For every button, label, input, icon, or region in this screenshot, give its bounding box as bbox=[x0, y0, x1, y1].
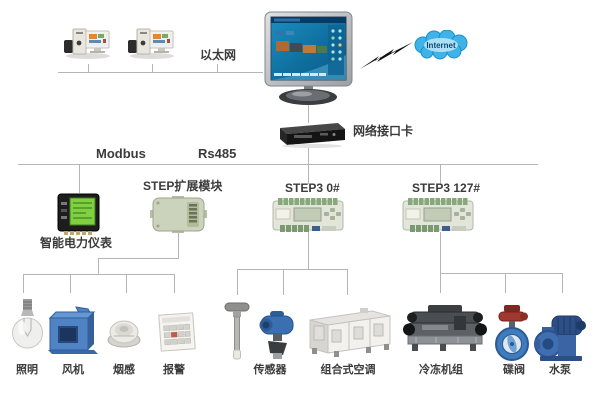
device-label-pump: 水泵 bbox=[549, 364, 571, 376]
device-label-smoke: 烟感 bbox=[113, 364, 135, 376]
branch1-drop-fan bbox=[70, 274, 71, 293]
desktop-computer-icon bbox=[62, 25, 112, 60]
branch3-drop-valve bbox=[505, 273, 506, 293]
device-label-fan: 风机 bbox=[62, 364, 84, 376]
desktop-computer-icon bbox=[126, 25, 176, 60]
power-meter-label: 智能电力仪表 bbox=[40, 236, 113, 250]
branch2-header bbox=[237, 269, 348, 270]
ethernet-tap-3 bbox=[217, 64, 218, 72]
meter-feed-line bbox=[79, 164, 80, 193]
branch2-drop-sensor2 bbox=[283, 269, 284, 295]
branch1-drop bbox=[178, 230, 179, 258]
ethernet-label: 以太网 bbox=[200, 48, 237, 62]
device-label-alarm: 报警 bbox=[163, 364, 185, 376]
step3-127-feed-line bbox=[440, 164, 441, 184]
branch3-drop-pump bbox=[562, 273, 563, 293]
light-bulb-icon bbox=[12, 298, 43, 356]
modbus-label: Modbus bbox=[96, 146, 146, 161]
step3-127-controller-icon bbox=[402, 196, 474, 234]
air-handling-unit-icon bbox=[304, 306, 392, 358]
ethernet-tap-1 bbox=[88, 64, 89, 72]
network-interface-card-icon bbox=[272, 120, 348, 148]
pressure-transmitter-icon bbox=[256, 310, 298, 360]
branch1-drop-lighting bbox=[23, 274, 24, 293]
branch1-jog-h bbox=[98, 258, 179, 259]
step-module-label: STEP扩展模块 bbox=[143, 179, 223, 193]
device-label-lighting: 照明 bbox=[16, 364, 38, 376]
branch1-jog-v bbox=[98, 258, 99, 274]
ethernet-tap-2 bbox=[152, 64, 153, 72]
branch3-drop bbox=[440, 232, 441, 273]
scada-monitor-icon bbox=[262, 9, 357, 105]
internet-cloud-icon: Internet bbox=[410, 30, 472, 60]
device-label-sensor: 传感器 bbox=[253, 364, 287, 376]
step3-0-controller-icon bbox=[272, 196, 344, 234]
branch2-drop-sensor1 bbox=[237, 269, 238, 295]
duct-sensor-icon bbox=[222, 300, 252, 360]
device-label-ahu: 组合式空调 bbox=[320, 364, 376, 376]
branch3-header bbox=[440, 273, 562, 274]
butterfly-valve-icon bbox=[490, 304, 534, 362]
branch2-drop bbox=[308, 232, 309, 269]
internet-label: Internet bbox=[426, 41, 456, 50]
smoke-detector-icon bbox=[106, 316, 142, 348]
alarm-panel-icon bbox=[156, 311, 198, 354]
blower-fan-icon bbox=[46, 306, 100, 355]
step3-127-label: STEP3 127# bbox=[412, 181, 481, 195]
branch1-header bbox=[23, 274, 175, 275]
monitor-nic-link bbox=[308, 104, 309, 123]
branch1-drop-alarm bbox=[174, 274, 175, 293]
device-label-chiller: 冷冻机组 bbox=[419, 364, 463, 376]
lightning-bolt-icon bbox=[360, 42, 414, 70]
step-expansion-module-icon bbox=[150, 196, 207, 233]
branch3-drop-chiller bbox=[440, 273, 441, 293]
branch2-drop-ahu bbox=[347, 269, 348, 295]
ethernet-bus-line bbox=[58, 72, 263, 73]
nic-label: 网络接口卡 bbox=[353, 124, 414, 138]
rs485-label: Rs485 bbox=[198, 146, 237, 161]
water-pump-icon bbox=[534, 312, 586, 362]
power-meter-icon bbox=[56, 192, 103, 236]
rs485-bus-line bbox=[18, 164, 538, 165]
step3-0-label: STEP3 0# bbox=[285, 181, 340, 195]
branch1-drop-smoke bbox=[126, 274, 127, 293]
device-label-valve: 碟阀 bbox=[503, 364, 525, 376]
chiller-unit-icon bbox=[402, 304, 490, 354]
